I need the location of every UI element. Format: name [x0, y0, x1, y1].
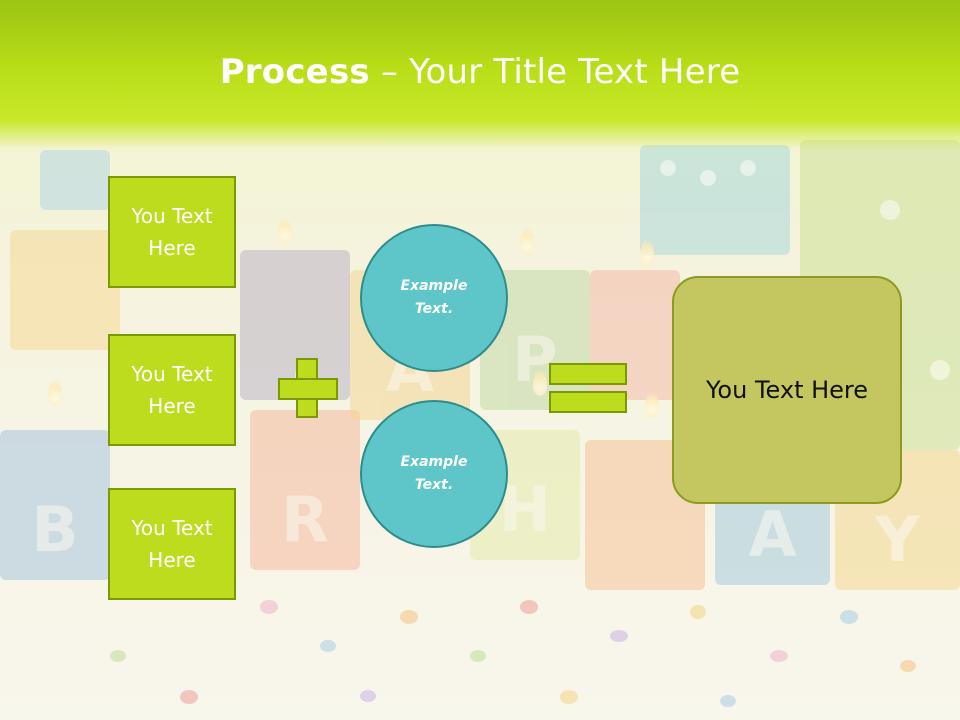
title-bold: Process: [219, 52, 370, 92]
text-box-3-label: You Text Here: [131, 516, 213, 572]
result-box-label: You Text Here: [705, 376, 869, 404]
slide-title: Process – Your Title Text Here: [0, 52, 960, 92]
example-circle-1-label: Example Text.: [400, 278, 468, 317]
text-box-2: You Text Here: [108, 334, 236, 446]
title-rest: – Your Title Text Here: [369, 52, 741, 92]
result-box: You Text Here: [672, 276, 902, 504]
text-box-1-label: You Text Here: [131, 204, 213, 260]
example-circle-2: Example Text.: [360, 400, 508, 548]
text-box-3: You Text Here: [108, 488, 236, 600]
text-box-1: You Text Here: [108, 176, 236, 288]
text-box-2-label: You Text Here: [131, 362, 213, 418]
title-band: [0, 0, 960, 150]
example-circle-2-label: Example Text.: [400, 454, 468, 493]
example-circle-1: Example Text.: [360, 224, 508, 372]
